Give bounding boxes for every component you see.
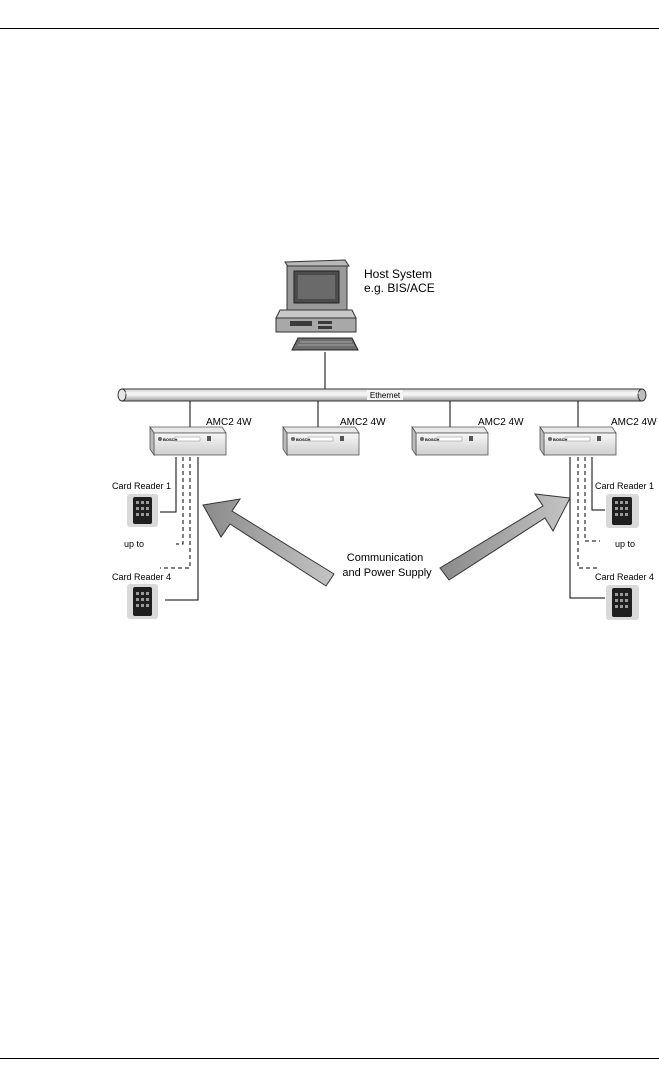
controller-unit-4: BOSCH: [539, 425, 617, 457]
card-reader-icon: [127, 494, 158, 527]
controller-drops: [189, 401, 579, 427]
left-reader-range-label: up to: [124, 539, 144, 549]
left-reader-wiring: [160, 457, 199, 601]
controller-label-3: AMC2 4W: [478, 417, 524, 428]
ethernet-label: Ethernet: [370, 391, 401, 400]
left-reader-first-label: Card Reader 1: [112, 481, 171, 491]
left-callout-arrow: [202, 498, 335, 587]
footer-rule: [0, 1058, 659, 1059]
card-reader-icon: [606, 585, 639, 620]
header-rule: [0, 28, 659, 29]
callout-line-1: Communication: [347, 552, 423, 564]
controller-label-1: AMC2 4W: [206, 417, 252, 428]
controller-brand: BOSCH: [553, 437, 568, 442]
controller-unit-3: BOSCH: [411, 425, 489, 457]
controller-brand: BOSCH: [296, 437, 311, 442]
controller-unit-1: BOSCH: [149, 425, 227, 457]
right-reader-first-label: Card Reader 1: [595, 481, 654, 491]
controller-brand: BOSCH: [163, 437, 178, 442]
controller-label-4: AMC2 4W: [611, 417, 657, 428]
left-reader-last-label: Card Reader 4: [112, 572, 171, 582]
host-subtitle: e.g. BIS/ACE: [364, 281, 435, 295]
controller-brand: BOSCH: [425, 437, 440, 442]
controller-label-2: AMC2 4W: [340, 417, 386, 428]
controller-unit-2: BOSCH: [282, 425, 360, 457]
card-reader-icon: [606, 494, 639, 528]
right-reader-wiring: [569, 457, 605, 599]
right-reader-last-label: Card Reader 4: [595, 572, 654, 582]
right-callout-arrow: [439, 493, 571, 581]
right-reader-range-label: up to: [615, 539, 635, 549]
host-title: Host System: [364, 267, 432, 281]
callout-line-2: and Power Supply: [342, 567, 432, 579]
host-computer-icon: [275, 259, 359, 351]
card-reader-icon: [127, 584, 158, 619]
